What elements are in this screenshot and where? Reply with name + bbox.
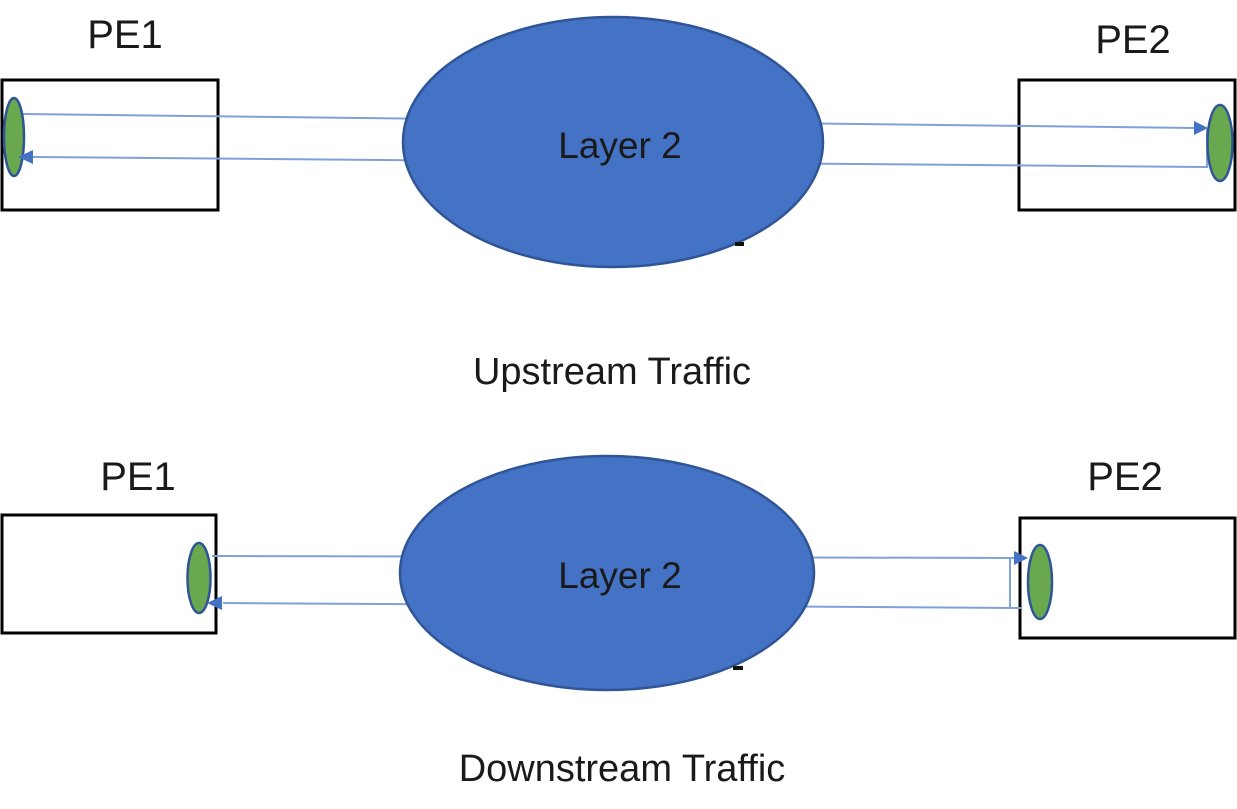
upstream-pe2-port: [1206, 103, 1234, 183]
downstream-pe2-box: [1018, 516, 1237, 640]
upstream-pe1-port: [2, 96, 26, 178]
downstream-pe2-label: PE2: [1087, 455, 1163, 499]
upstream-arrow-right-icon: [1194, 121, 1208, 135]
upstream-diagram: PE1 PE2 Layer 2 Upstream Traffic: [0, 13, 1237, 393]
downstream-diagram: PE1 PE2 Layer 2 Downstream Traffic: [0, 454, 1237, 790]
downstream-cloud-label: Layer 2: [558, 555, 681, 596]
upstream-cloud-label: Layer 2: [558, 125, 681, 166]
stray-mark: [735, 242, 744, 246]
upstream-layer2-cloud: [401, 15, 825, 269]
upstream-pe2-box: [1017, 78, 1237, 212]
upstream-pe1-label: PE1: [87, 13, 163, 57]
downstream-arrow-left-icon: [207, 596, 222, 610]
upstream-arrow-left-icon: [18, 150, 33, 164]
downstream-pe2-port: [1026, 543, 1054, 621]
downstream-layer2-cloud: [398, 454, 816, 692]
downstream-pe1-label: PE1: [100, 455, 176, 499]
upstream-caption: Upstream Traffic: [473, 351, 751, 393]
upstream-pe2-label: PE2: [1095, 18, 1171, 62]
downstream-pe1-box: [0, 513, 218, 635]
upstream-pe1-box: [0, 78, 220, 212]
downstream-pe1-port: [186, 541, 212, 615]
stray-mark: [733, 666, 743, 670]
downstream-arrow-right-icon: [1014, 551, 1028, 565]
downstream-caption: Downstream Traffic: [459, 748, 786, 790]
